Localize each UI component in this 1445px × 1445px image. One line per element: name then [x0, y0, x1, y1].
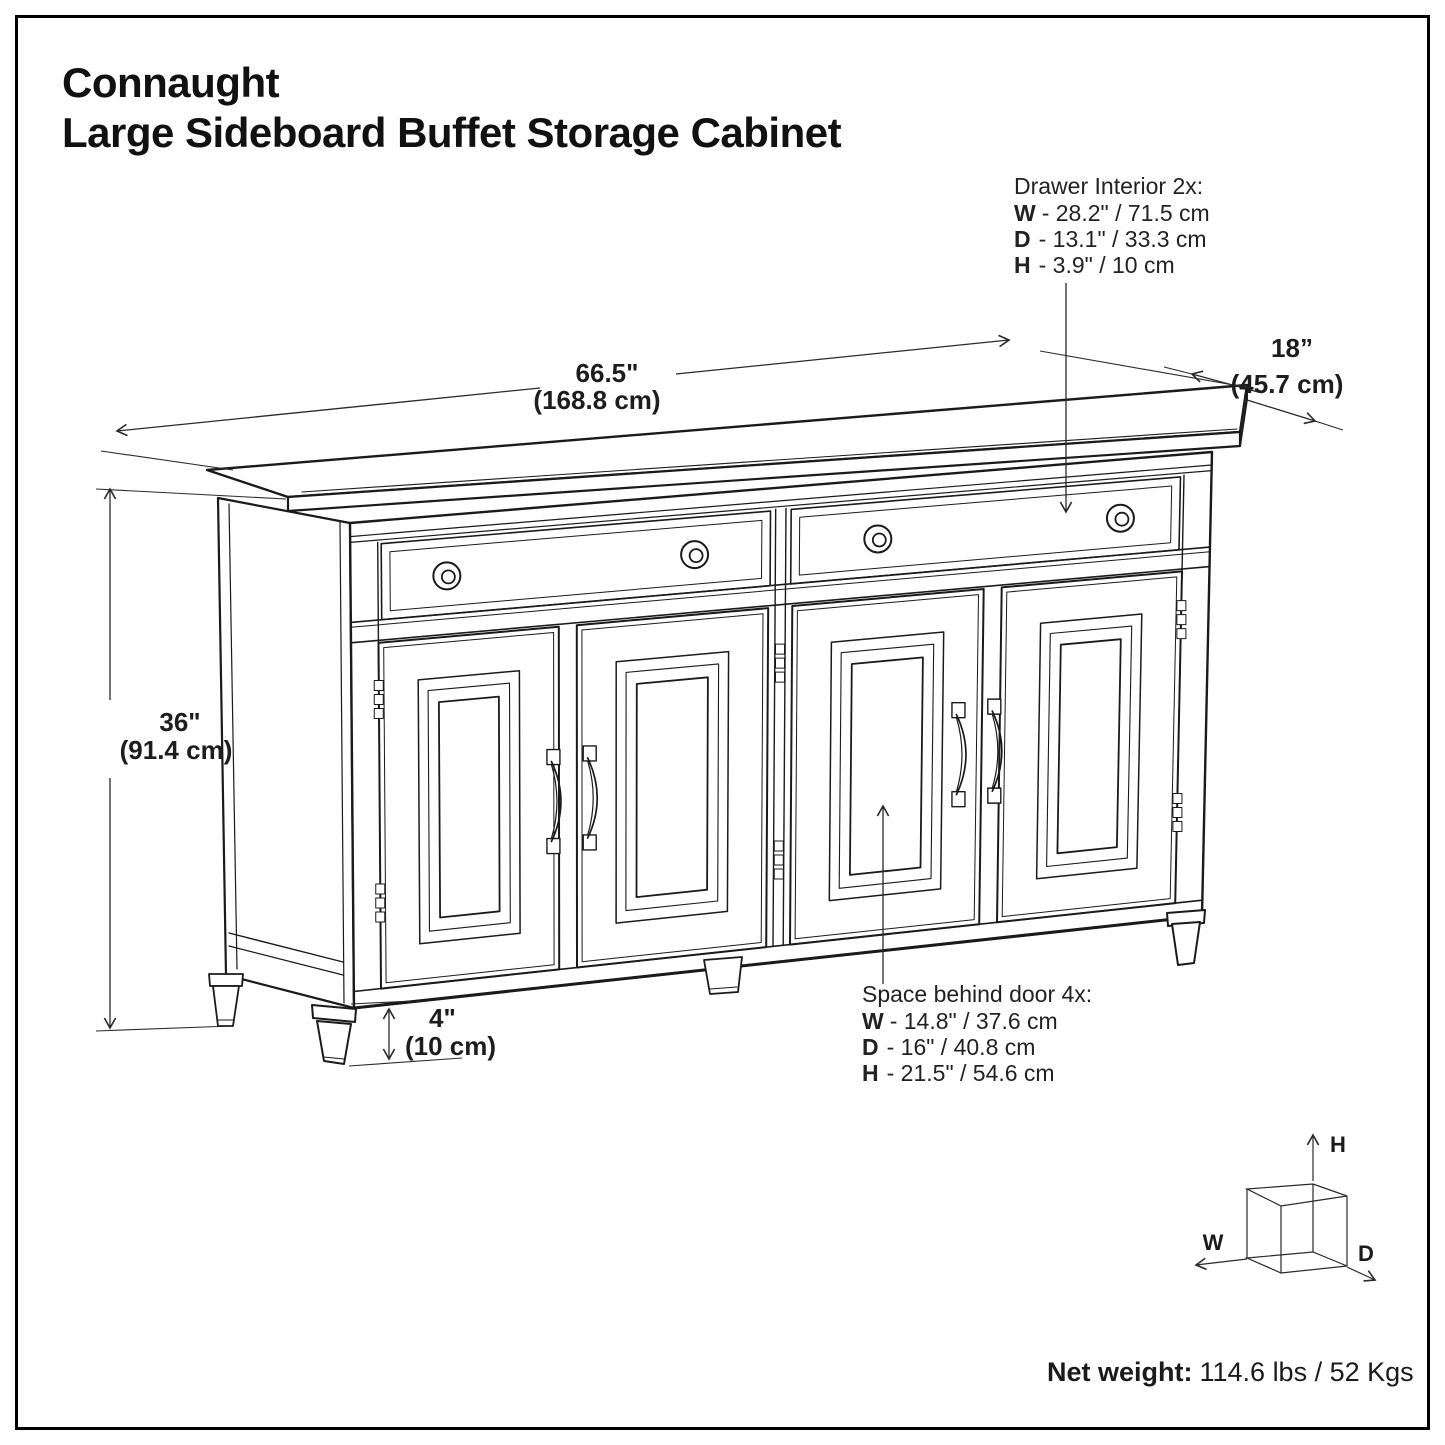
door-space-callout: Space behind door 4x: W- 14.8" / 37.6 cm…	[862, 804, 1092, 1086]
door-callout-h-label: H	[862, 1060, 879, 1086]
drawer-callout-heading: Drawer Interior 2x:	[1014, 173, 1203, 199]
svg-text:H- 3.9" / 10 cm: H - 3.9" / 10 cm	[1014, 252, 1175, 278]
drawer-callout-d-label: D	[1014, 226, 1031, 252]
cube-depth-label: D	[1358, 1241, 1374, 1266]
title-line-1: Connaught	[62, 59, 280, 106]
depth-dimension: 18” (45.7 cm)	[1163, 333, 1344, 431]
door-callout-w-value: - 14.8" / 37.6 cm	[890, 1008, 1058, 1034]
drawer-callout-h-value: - 3.9" / 10 cm	[1039, 252, 1175, 278]
cube-height-label: H	[1330, 1132, 1346, 1157]
drawer-callout-h-label: H	[1014, 252, 1031, 278]
width-metric: (168.8 cm)	[533, 385, 660, 415]
svg-text:W- 28.2" / 71.5 cm: W- 28.2" / 71.5 cm	[1014, 200, 1210, 226]
drawer-interior-callout: Drawer Interior 2x: W- 28.2" / 71.5 cm D…	[1014, 173, 1210, 514]
height-dimension: 36" (91.4 cm)	[95, 487, 287, 1032]
drawer-callout-w-label: W	[1014, 200, 1036, 226]
drawer-callout-d-value: - 13.1" / 33.3 cm	[1039, 226, 1207, 252]
door-callout-d-label: D	[862, 1034, 879, 1060]
width-dimension: 66.5" (168.8 cm)	[100, 334, 1246, 471]
depth-value: 18”	[1271, 333, 1313, 363]
net-weight-value: 114.6 lbs / 52 Kgs	[1200, 1357, 1414, 1387]
page-border	[15, 15, 1430, 1430]
title-line-2: Large Sideboard Buffet Storage Cabinet	[62, 109, 842, 156]
door-callout-heading: Space behind door 4x:	[862, 981, 1092, 1007]
leg-height-dimension: 4" (10 cm)	[348, 1000, 496, 1067]
svg-text:D- 16" / 40.8 cm: D - 16" / 40.8 cm	[862, 1034, 1035, 1060]
page-title: Connaught Large Sideboard Buffet Storage…	[62, 59, 842, 156]
width-value: 66.5"	[576, 358, 639, 388]
door-callout-d-value: - 16" / 40.8 cm	[887, 1034, 1036, 1060]
height-metric: (91.4 cm)	[120, 735, 233, 765]
sideboard-cabinet-drawing	[205, 383, 1249, 1065]
leg-height-value: 4"	[429, 1003, 456, 1033]
axis-cube-icon: H W D	[1194, 1132, 1377, 1282]
door-callout-h-value: - 21.5" / 54.6 cm	[887, 1060, 1055, 1086]
door-callout-w-label: W	[862, 1008, 884, 1034]
svg-text:H- 21.5" / 54.6 cm: H - 21.5" / 54.6 cm	[862, 1060, 1055, 1086]
svg-text:W- 14.8" / 37.6 cm: W- 14.8" / 37.6 cm	[862, 1008, 1058, 1034]
leg-height-metric: (10 cm)	[405, 1031, 496, 1061]
cube-width-label: W	[1203, 1230, 1224, 1255]
height-value: 36"	[159, 707, 200, 737]
net-weight: Net weight:114.6 lbs / 52 Kgs	[1047, 1357, 1414, 1387]
net-weight-label: Net weight:	[1047, 1357, 1193, 1387]
depth-metric: (45.7 cm)	[1231, 369, 1344, 399]
svg-text:D- 13.1" / 33.3 cm: D - 13.1" / 33.3 cm	[1014, 226, 1207, 252]
drawer-callout-w-value: - 28.2" / 71.5 cm	[1042, 200, 1210, 226]
